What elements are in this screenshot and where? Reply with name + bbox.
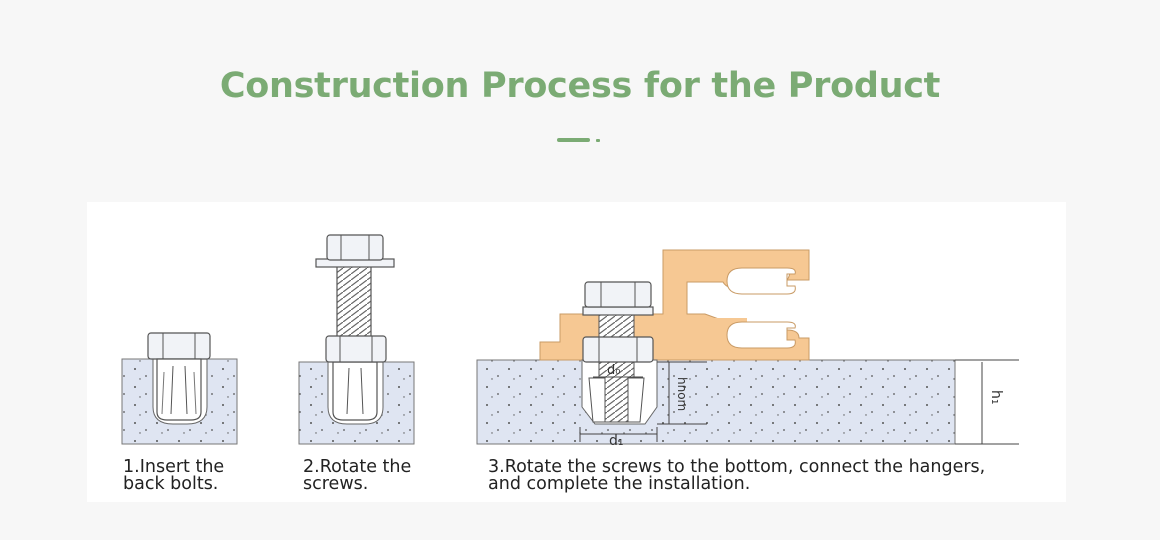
step-3-illustration: d₀ d₁ hnom h₁: [476, 249, 1019, 449]
lower-nut: [582, 336, 654, 363]
dim-h1-label: h₁: [988, 390, 1004, 405]
title-underline-dot: [596, 139, 600, 142]
step-3-caption: 3.Rotate the screws to the bottom, conne…: [488, 457, 986, 494]
step-1-caption-line2: back bolts.: [123, 474, 219, 494]
page-title: Construction Process for the Product: [219, 66, 941, 106]
process-panel: d₀ d₁ hnom h₁ 1.Insert the back bolts. 2…: [87, 202, 1066, 502]
step-2-illustration: [298, 234, 415, 445]
bolt-head: [326, 234, 384, 261]
lower-nut: [325, 335, 387, 363]
dim-d0-label: d₀: [607, 363, 620, 378]
anchor-sleeve: [588, 377, 606, 423]
step-2-caption-line2: screws.: [303, 474, 369, 494]
step-1-caption: 1.Insert the back bolts.: [123, 457, 225, 494]
anchor-sleeve: [156, 358, 202, 421]
step-1-caption-line1: 1.Insert the: [123, 457, 225, 477]
bolt-thread: [336, 265, 372, 339]
step-2-caption: 2.Rotate the screws.: [303, 457, 412, 494]
title-underline: [557, 138, 590, 142]
hex-nut: [147, 332, 211, 360]
step-3-caption-line1: 3.Rotate the screws to the bottom, conne…: [488, 457, 986, 477]
dim-d1-label: d₁: [609, 433, 624, 449]
step-1-illustration: [121, 332, 238, 445]
dim-hnom-label: hnom: [675, 377, 689, 411]
step-2-caption-line1: 2.Rotate the: [303, 457, 412, 477]
step-3-caption-line2: and complete the installation.: [488, 474, 751, 494]
anchor-sleeve: [332, 361, 378, 421]
washer: [582, 306, 654, 316]
process-illustration: d₀ d₁ hnom h₁: [121, 234, 1019, 449]
bolt-head: [584, 281, 652, 308]
